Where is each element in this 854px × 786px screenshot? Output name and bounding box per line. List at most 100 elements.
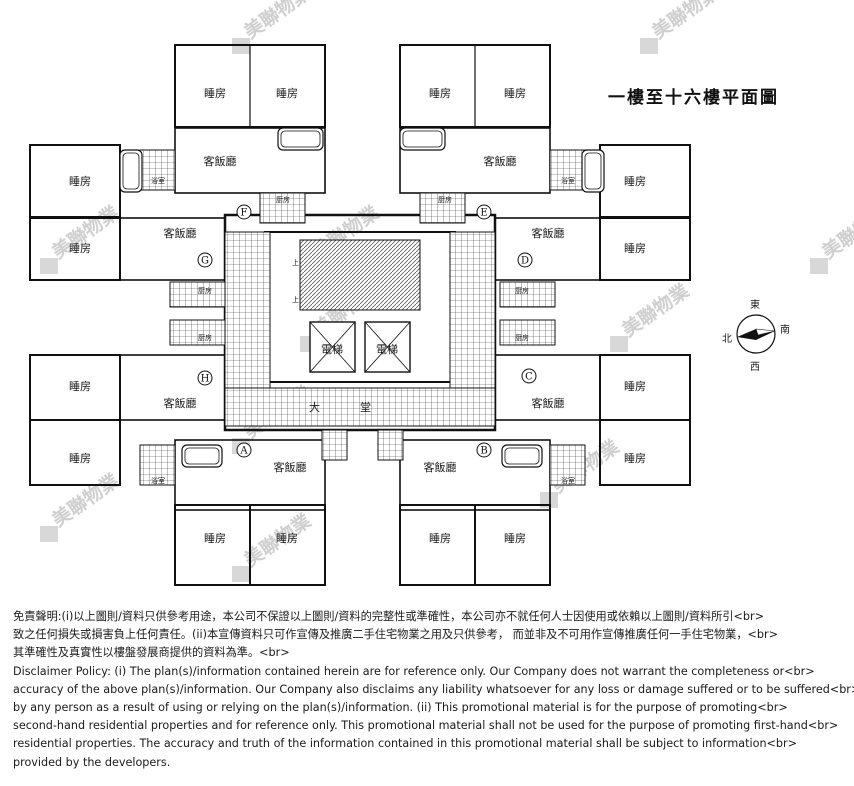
disclaimer-line: residential properties. The accuracy and… <box>13 737 797 751</box>
wall <box>249 504 326 586</box>
flat-letter-H: H <box>201 374 210 385</box>
room-label-bedroom: 睡房 <box>204 87 226 100</box>
tiled-floor <box>139 149 176 191</box>
wall <box>249 44 326 128</box>
walls-layer <box>29 44 691 586</box>
stair-up-label: 上 <box>292 295 299 304</box>
room-label-bedroom: 睡房 <box>504 532 526 545</box>
tiled-floor <box>224 231 271 403</box>
flat-letter-E: E <box>480 208 487 219</box>
tiled-floor <box>549 444 586 486</box>
flat-letter-F: F <box>241 208 248 219</box>
lift-label: 電梯 <box>376 343 398 356</box>
room-label-bathroom: 浴室 <box>151 176 165 185</box>
stair-up-label: 上 <box>292 258 299 267</box>
flat-letter-B: B <box>480 446 487 457</box>
flat-marker <box>197 370 213 386</box>
wall <box>29 419 121 486</box>
bathtub <box>399 127 446 151</box>
wall <box>474 504 551 586</box>
room-label-living_dining: 客飯廳 <box>484 154 517 168</box>
flat-letter-C: C <box>525 372 533 383</box>
tiled-floor <box>499 281 556 308</box>
room-label-living_dining: 客飯廳 <box>274 460 307 474</box>
disclaimer-line: accuracy of the above plan(s)/informatio… <box>13 682 854 696</box>
flat-letter-G: G <box>201 256 209 267</box>
flat-marker <box>521 368 537 384</box>
tiled-floor <box>321 429 348 461</box>
room-label-kitchen: 厨房 <box>198 286 212 295</box>
lobby-label: 大堂 <box>309 400 411 414</box>
wall <box>399 504 476 586</box>
bathtub <box>181 444 223 468</box>
room-label-living_dining: 客飯廳 <box>164 396 197 410</box>
room-label-kitchen: 厨房 <box>198 333 212 342</box>
disclaimer-line: Disclaimer Policy: (i) The plan(s)/infor… <box>13 664 815 678</box>
floor-plan-diagram: 美聯物業美聯物業美聯物業美聯物業美聯物業美聯物業美聯物業美聯物業美聯物業美聯物業… <box>29 0 854 586</box>
room-label-living_dining: 客飯廳 <box>532 226 565 240</box>
watermark-logo <box>640 38 658 54</box>
compass-east: 東 <box>750 298 760 311</box>
room-label-kitchen: 厨房 <box>515 286 529 295</box>
compass-needle-light <box>755 328 776 336</box>
tiled-floor <box>419 192 466 224</box>
disclaimer-line: 其準確性及真實性以樓盤發展商提供的資料為準。<br> <box>13 646 290 660</box>
tiled-floor <box>549 149 586 191</box>
room-label-bathroom: 浴室 <box>561 176 575 185</box>
flat-marker <box>476 204 492 220</box>
watermark-logo <box>40 526 58 542</box>
watermark-text: 美聯物業 <box>240 0 316 43</box>
room-label-living_dining: 客飯廳 <box>204 154 237 168</box>
room-label-kitchen: 厨房 <box>515 333 529 342</box>
bathtub-inner <box>504 447 540 465</box>
room-label-bedroom: 睡房 <box>276 87 298 100</box>
tiled-floor <box>139 444 176 486</box>
watermark-text: 美聯物業 <box>618 278 694 341</box>
tiled-floor <box>377 429 404 461</box>
fixtures-layer <box>119 127 605 486</box>
bathtub <box>581 149 605 193</box>
room-label-living_dining: 客飯廳 <box>424 460 457 474</box>
staircase <box>299 239 421 311</box>
room-label-bedroom: 睡房 <box>276 532 298 545</box>
room-label-bedroom: 睡房 <box>624 452 646 465</box>
flat-marker <box>517 252 533 268</box>
room-label-living_dining: 客飯廳 <box>164 226 197 240</box>
flat-marker <box>197 252 213 268</box>
flat-marker <box>236 204 252 220</box>
room-label-living_dining: 客飯廳 <box>532 396 565 410</box>
lift-label: 電梯 <box>321 343 343 356</box>
labels-layer: 睡房睡房客飯廳厨房浴室睡房睡房客飯廳厨房厨房睡房客飯廳睡房浴室客飯廳睡房睡房睡房… <box>69 87 646 545</box>
tiled-floor <box>169 281 226 308</box>
compass-west: 西 <box>750 362 760 373</box>
bathtub <box>277 127 324 151</box>
bathtub-inner <box>584 152 602 190</box>
room-label-bedroom: 睡房 <box>204 532 226 545</box>
bathtub-inner <box>184 447 220 465</box>
watermark-text: 美聯物業 <box>818 200 854 263</box>
flat-marker <box>476 442 492 458</box>
disclaimer-line: 免責聲明:(i)以上圖則/資料只供參考用途，本公司不保證以上圖則/資料的完整性或… <box>13 610 764 623</box>
watermark-logo <box>610 336 628 352</box>
compass-north: 北 <box>722 333 732 345</box>
room-label-bedroom: 睡房 <box>69 452 91 465</box>
flat-letter-D: D <box>521 256 529 267</box>
tiled-floor <box>499 319 556 346</box>
watermark-text: 美聯物業 <box>48 468 124 531</box>
room-label-bedroom: 睡房 <box>69 175 91 188</box>
room-label-bedroom: 睡房 <box>624 175 646 188</box>
room-label-bedroom: 睡房 <box>69 380 91 393</box>
room-label-bathroom: 浴室 <box>561 476 575 485</box>
watermark-logo <box>232 566 250 582</box>
floor-plan-area: 美聯物業美聯物業美聯物業美聯物業美聯物業美聯物業美聯物業美聯物業美聯物業美聯物業… <box>29 0 854 586</box>
bathtub-inner <box>122 152 140 190</box>
tiled-floor <box>449 231 496 403</box>
lift-cross <box>309 321 356 373</box>
disclaimer-line: 致之任何損失或損害負上任何責任。(ii)本宣傳資料只可作宣傳及推廣二手住宅物業之… <box>13 628 778 642</box>
flat-marker <box>236 442 252 458</box>
wall <box>494 354 601 421</box>
room-label-bedroom: 睡房 <box>504 87 526 100</box>
room-label-bedroom: 睡房 <box>429 532 451 545</box>
tiled-floor <box>259 192 306 224</box>
watermark-logo <box>810 258 828 274</box>
